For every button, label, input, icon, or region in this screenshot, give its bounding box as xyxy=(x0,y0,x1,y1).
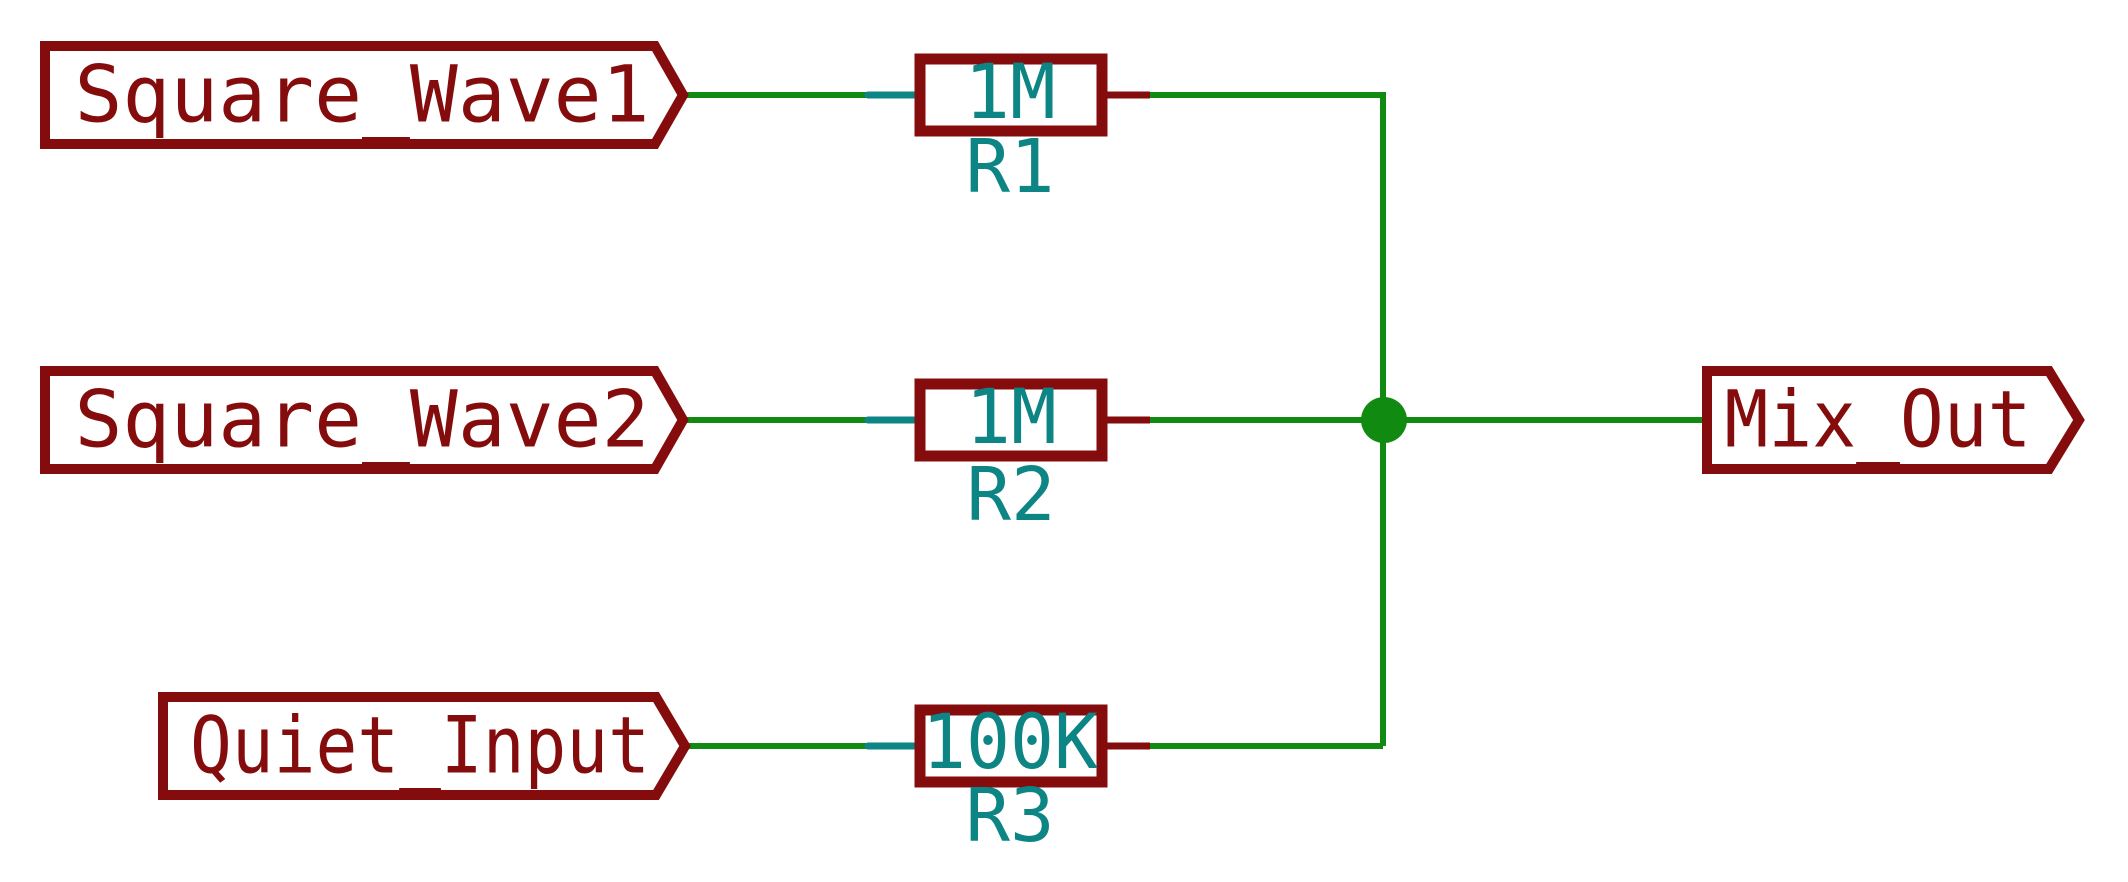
resistor-r1-ref[interactable]: R1 xyxy=(965,124,1054,210)
resistor-r3-body[interactable] xyxy=(914,704,1108,788)
net-label-quiet-input[interactable]: Quiet_Input xyxy=(158,692,691,800)
net-label-square-wave1-text[interactable]: Square_Wave1 xyxy=(75,51,650,141)
net-label-mix-out-text[interactable]: Mix_Out xyxy=(1725,376,2032,466)
resistor-r3-ref[interactable]: R3 xyxy=(965,773,1054,859)
net-label-mix-out[interactable]: Mix_Out xyxy=(1702,366,2085,474)
resistor-r2[interactable]: 1M R2 xyxy=(914,372,1108,538)
resistor-r1[interactable]: 1M R1 xyxy=(914,47,1108,210)
resistor-r2-value[interactable]: 1M xyxy=(965,372,1057,461)
net-label-square-wave2-text[interactable]: Square_Wave2 xyxy=(75,376,650,466)
net-label-square-wave2[interactable]: Square_Wave2 xyxy=(40,366,689,474)
net-label-quiet-input-shape[interactable] xyxy=(158,692,691,800)
net-label-square-wave1-shape[interactable] xyxy=(40,41,689,149)
pin-stubs-group xyxy=(864,91,1150,750)
junction-dot[interactable] xyxy=(1361,397,1407,443)
net-label-mix-out-shape[interactable] xyxy=(1702,366,2085,474)
resistor-r3[interactable]: 100K R3 xyxy=(914,697,1108,859)
resistor-r3-value[interactable]: 100K xyxy=(922,697,1098,786)
resistor-r1-body[interactable] xyxy=(914,53,1108,137)
resistor-r2-ref[interactable]: R2 xyxy=(966,452,1055,538)
resistor-r2-body[interactable] xyxy=(914,378,1108,462)
net-label-quiet-input-text[interactable]: Quiet_Input xyxy=(190,702,650,792)
wires-group xyxy=(683,92,1702,749)
net-label-square-wave1[interactable]: Square_Wave1 xyxy=(40,41,689,149)
wire-r1-to-bus-vertical[interactable] xyxy=(1150,92,1386,746)
net-label-square-wave2-shape[interactable] xyxy=(40,366,689,474)
resistor-r1-value[interactable]: 1M xyxy=(964,47,1056,136)
